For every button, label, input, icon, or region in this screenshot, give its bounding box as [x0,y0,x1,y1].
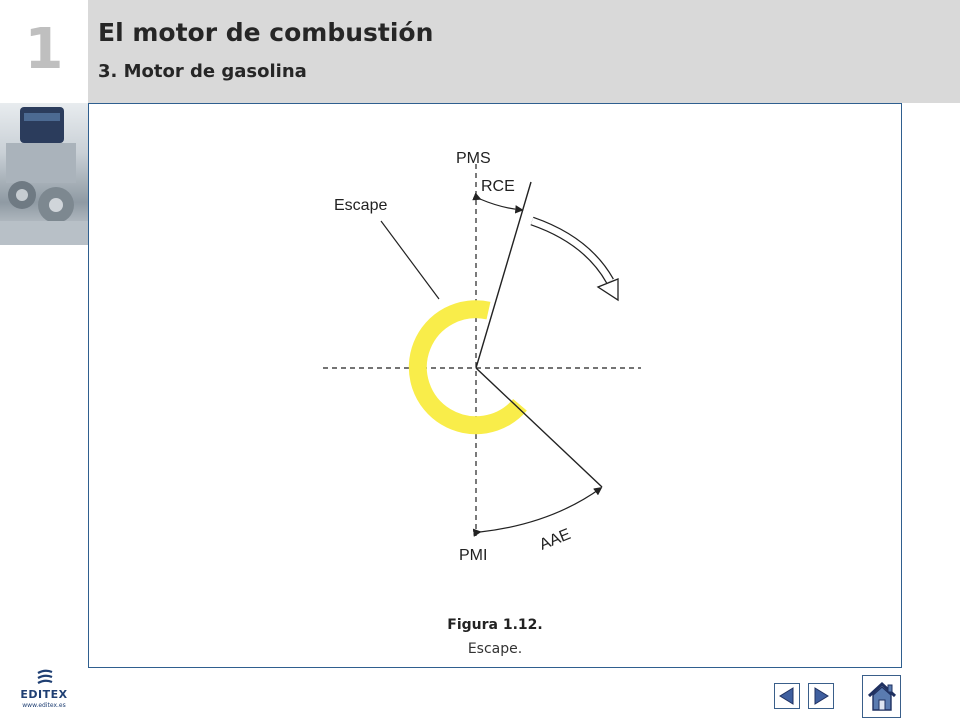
label-rce: RCE [481,178,515,195]
figure-panel: PMS RCE Escape PMI AAE Figura 1.12. Esca… [88,103,902,668]
home-icon [867,681,897,711]
chapter-number: 1 [24,17,64,82]
aae-line [475,367,603,488]
label-pms: PMS [456,150,491,167]
valve-timing-diagram: PMS RCE Escape PMI AAE [323,150,641,564]
engine-illustration [0,107,88,245]
page-title: El motor de combustión [98,18,434,47]
editex-logo-icon [37,669,53,684]
rotation-arrow-icon [530,216,619,302]
engine-image [0,103,88,245]
header-band [88,0,960,103]
logo-text: EDITEX [20,688,68,701]
aae-angle-arc [472,487,603,537]
previous-button[interactable] [774,683,800,709]
label-pmi: PMI [459,547,487,564]
rce-angle-arc [472,192,524,214]
next-button[interactable] [808,683,834,709]
label-escape: Escape [334,197,387,214]
home-button[interactable] [862,675,901,718]
logo-url: www.editex.es [22,702,66,709]
triangle-left-icon [779,687,794,705]
triangle-right-icon [814,687,829,705]
editex-logo: EDITEX www.editex.es [14,668,74,714]
figure-caption-title: Figura 1.12. [447,617,543,633]
exhaust-arc [408,300,527,435]
rce-line [475,181,532,369]
page-subtitle: 3. Motor de gasolina [98,61,307,82]
figure-caption-text: Escape. [467,641,523,657]
label-aae: AAE [537,526,573,554]
escape-leader-line [380,220,440,300]
